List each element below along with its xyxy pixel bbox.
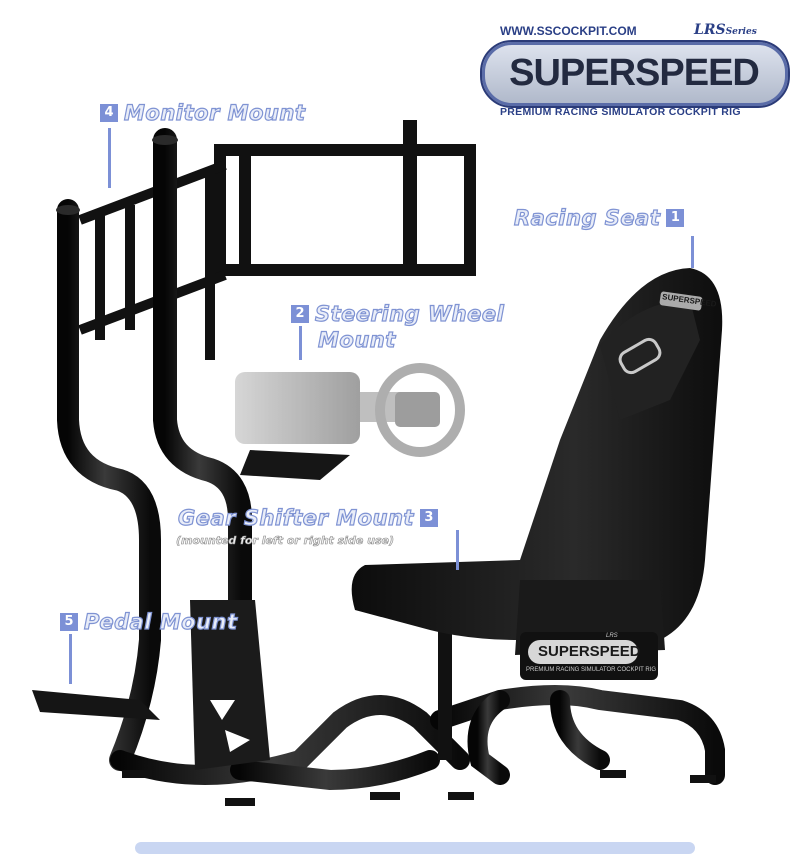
callout-label: Pedal Mount: [83, 609, 238, 634]
callout-label: Monitor Mount: [123, 100, 306, 125]
leader-line-seat: [691, 236, 694, 268]
callout-label: Gear Shifter Mount: [177, 505, 414, 530]
frame-base: [110, 685, 725, 791]
brand-logo-text: SUPERSPEED: [509, 52, 760, 94]
callout-number: 2: [291, 305, 309, 323]
callout-note: (mounted for left or right side use): [176, 534, 395, 548]
callout-label-line2: Mount: [317, 327, 396, 352]
monitor-mount: [78, 120, 476, 360]
wheel-deck: [240, 450, 350, 480]
steering-wheel-illustration: [235, 363, 465, 457]
series-mark: LRSSeries: [694, 22, 757, 38]
callout-number: 1: [666, 209, 685, 227]
brand-logo: [480, 40, 790, 108]
callout-racing-seat: Racing Seat 1: [513, 205, 685, 231]
pedal-deck: [32, 690, 160, 720]
leader-line-wheel: [299, 326, 302, 360]
callout-label: Steering Wheel: [314, 301, 505, 326]
callout-number: 5: [60, 613, 78, 631]
callout-gear-shifter-mount: Gear Shifter Mount 3: [177, 505, 438, 531]
callout-number: 4: [100, 104, 118, 122]
callout-monitor-mount: 4 Monitor Mount: [100, 100, 306, 126]
callout-steering-wheel-mount: 2 Steering Wheel: [291, 301, 505, 327]
side-plate: [190, 600, 270, 770]
seat-plate-tagline: PREMIUM RACING SIMULATOR COCKPIT RIG: [526, 667, 657, 673]
leader-line-shifter: [456, 530, 459, 570]
brand-tagline: PREMIUM RACING SIMULATOR COCKPIT RIG: [500, 106, 741, 118]
callout-number: 3: [419, 509, 438, 527]
callout-label: Racing Seat: [513, 205, 661, 230]
callout-pedal-mount: 5 Pedal Mount: [60, 609, 238, 635]
seat-plate-series: LRS: [606, 633, 618, 639]
leader-line-monitor: [108, 128, 111, 188]
floor-shadow: [135, 842, 695, 854]
racing-seat: [351, 268, 723, 655]
frame-feet: [122, 770, 716, 806]
website-url: WWW.SSCOCKPIT.COM: [500, 24, 637, 38]
seat-plate-logo: SUPERSPEED: [538, 643, 641, 660]
leader-line-pedal: [69, 634, 72, 684]
